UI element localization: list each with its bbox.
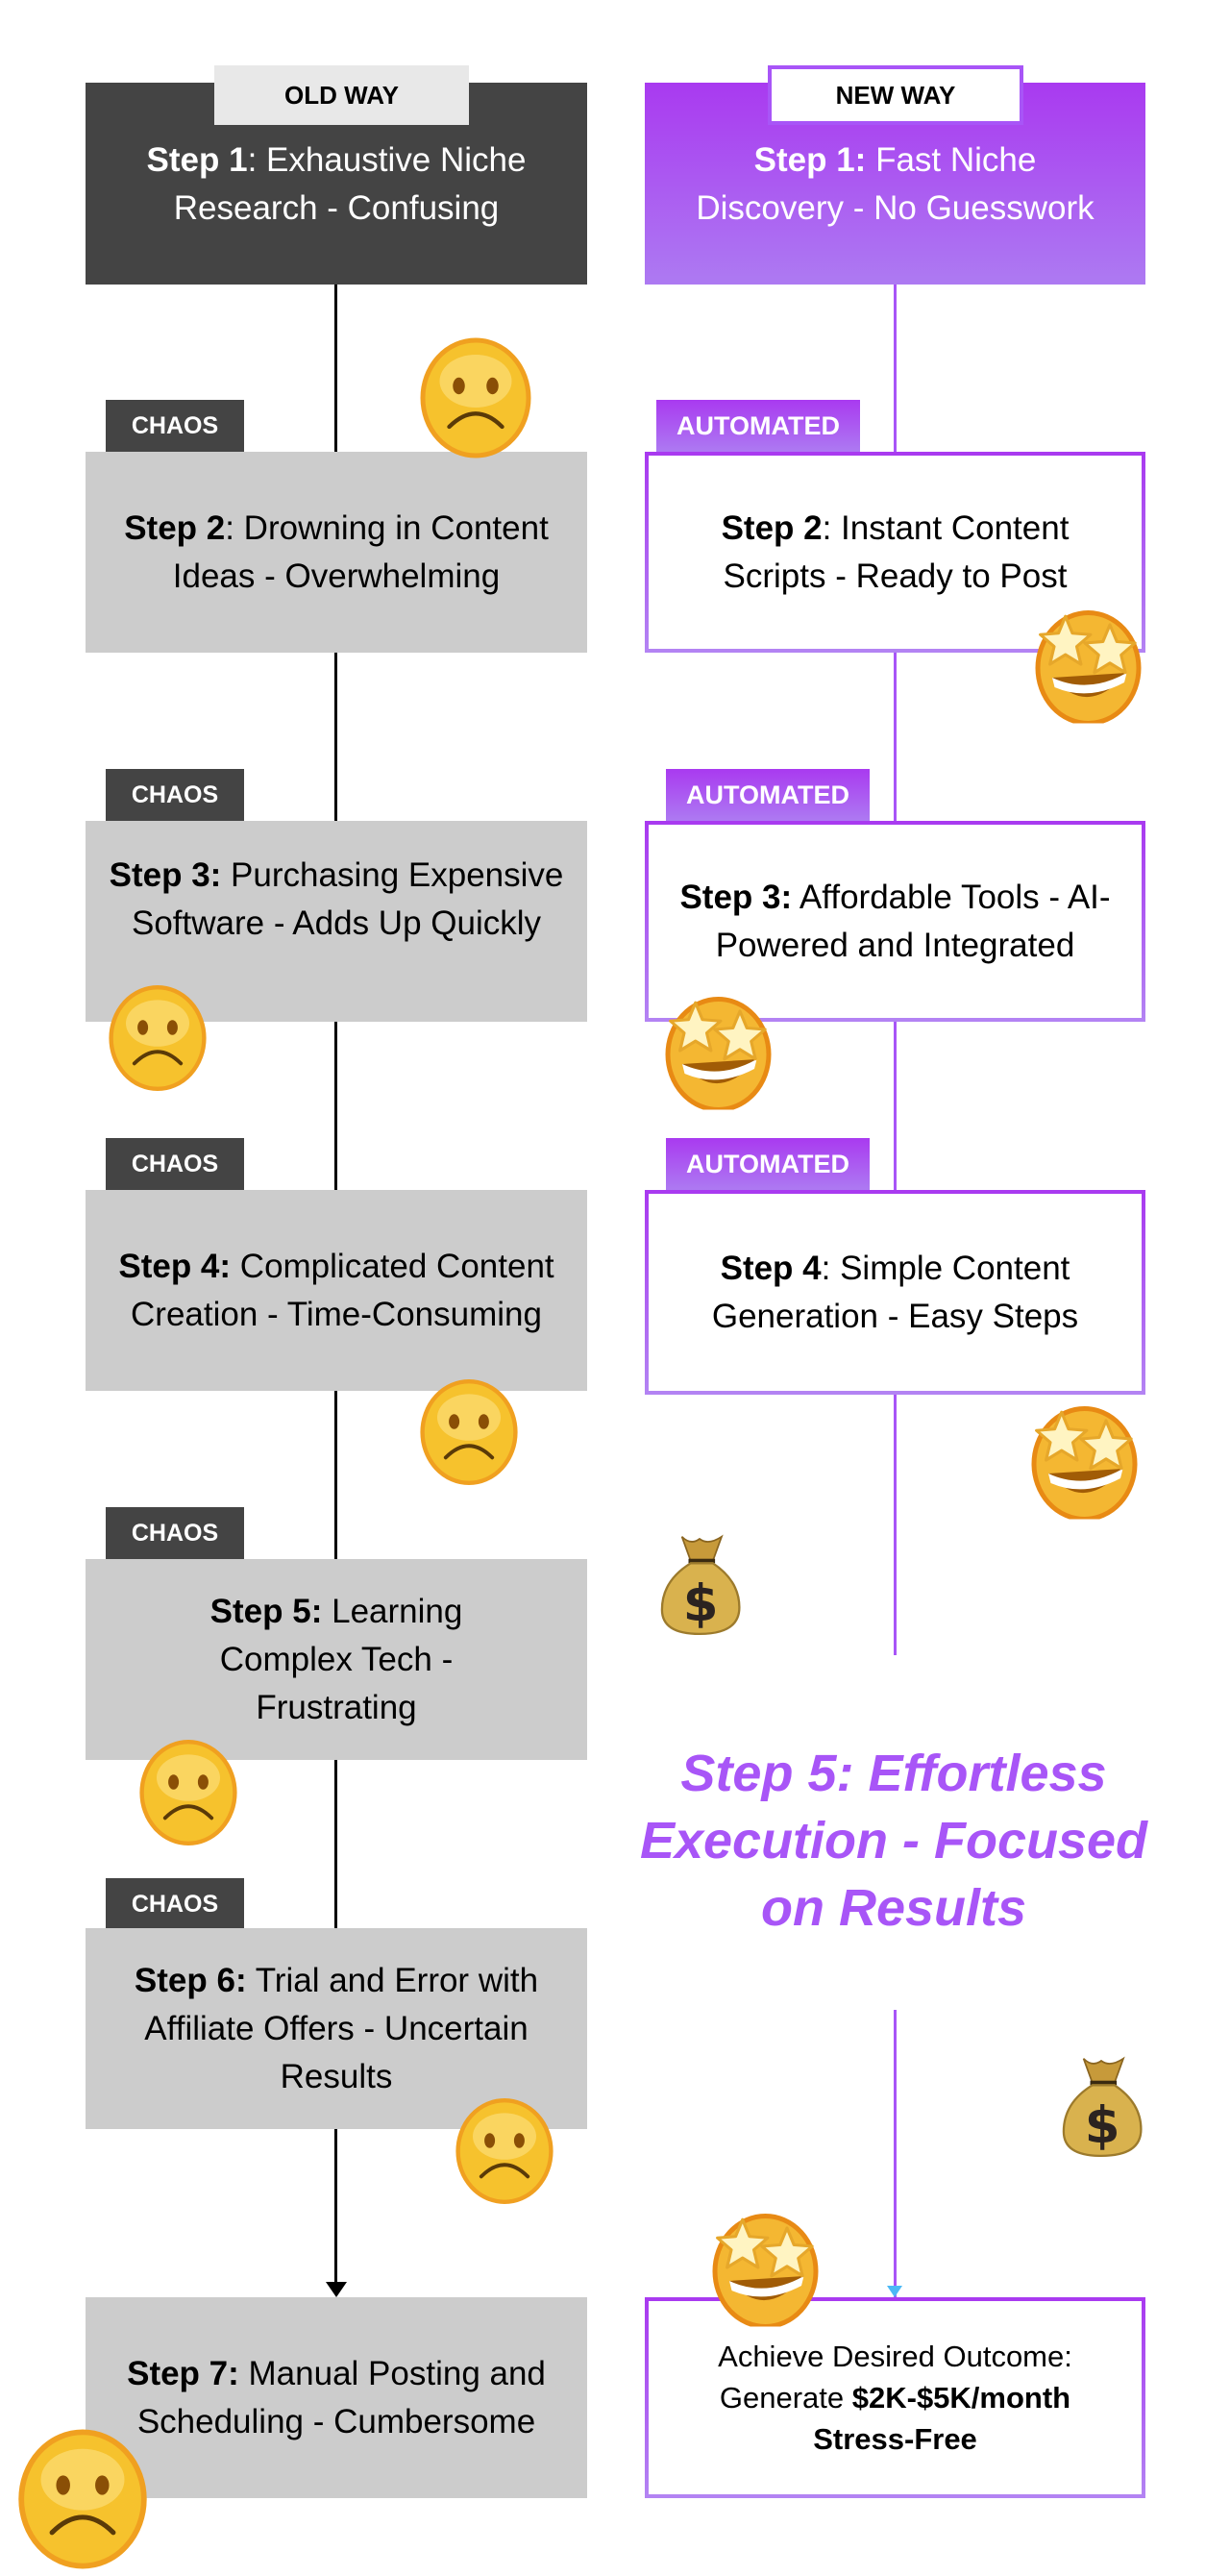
old-way-step-2-box: Step 2: Drowning in Content Ideas - Over… — [86, 452, 587, 653]
money-bag-icon-graphic: $ — [1062, 2056, 1143, 2158]
old-way-step-7-box: Step 7: Manual Posting and Scheduling - … — [86, 2297, 587, 2498]
sad-face-icon: ☹ — [416, 337, 536, 458]
money-bag-icon: 💰$ — [645, 1528, 755, 1639]
new-way-step-2-text: Step 2: Instant Content Scripts - Ready … — [721, 508, 1070, 595]
money-bag-icon: 💰$ — [1046, 2050, 1157, 2161]
old-way-step-6-box: Step 6: Trial and Error with Affiliate O… — [86, 1928, 587, 2129]
svg-text:$: $ — [683, 1574, 719, 1633]
old-way-step-6-text: Step 6: Trial and Error with Affiliate O… — [134, 1961, 539, 2095]
outcome-text: Achieve Desired Outcome: Generate $2K-$5… — [718, 2340, 1072, 2456]
new-way-step-1-text: Step 1: Fast Niche Discovery - No Guessw… — [696, 141, 1095, 227]
new-way-step-3-box: Step 3: Affordable Tools - AI-Powered an… — [645, 821, 1145, 1022]
old-way-arrowhead-icon — [326, 2282, 347, 2297]
old-way-step-4-box: Step 4: Complicated Content Creation - T… — [86, 1190, 587, 1391]
sad-face-icon-graphic — [455, 2098, 554, 2204]
new-way-connector-line-bottom — [894, 2010, 897, 2297]
old-way-step-5-box: Step 5: Learning Complex Tech - Frustrat… — [86, 1559, 587, 1760]
old-way-step-4-text: Step 4: Complicated Content Creation - T… — [118, 1247, 554, 1333]
star-struck-icon-graphic — [1031, 1406, 1138, 1522]
sad-face-icon: ☹ — [13, 2429, 153, 2569]
chaos-tag: CHAOS — [106, 769, 244, 821]
outcome-box: Achieve Desired Outcome: Generate $2K-$5… — [645, 2297, 1145, 2498]
star-struck-icon: 🤩 — [656, 990, 776, 1112]
new-way-step-4-text: Step 4: Simple Content Generation - Easy… — [711, 1249, 1079, 1335]
new-way-arrowhead-icon — [887, 2286, 902, 2297]
sad-face-icon: ☹ — [452, 2098, 557, 2204]
old-way-step-1-box: Step 1: Exhaustive Niche Research - Conf… — [86, 83, 587, 285]
star-struck-icon-graphic — [712, 2214, 819, 2329]
new-way-step-3-text: Step 3: Affordable Tools - AI-Powered an… — [679, 878, 1111, 964]
new-way-label: NEW WAY — [768, 65, 1023, 125]
sad-face-icon-graphic — [109, 985, 207, 1091]
new-way-step-5-heading: Step 5: Effortless Execution - Focused o… — [639, 1745, 1148, 1937]
chaos-tag: CHAOS — [106, 1507, 244, 1559]
old-way-step-1-text: Step 1: Exhaustive Niche Research - Conf… — [146, 141, 527, 227]
automated-tag: AUTOMATED — [666, 769, 870, 821]
star-struck-icon-graphic — [1035, 610, 1142, 726]
sad-face-icon-graphic — [420, 1379, 518, 1485]
automated-tag: AUTOMATED — [666, 1138, 870, 1190]
sad-face-icon-graphic — [139, 1740, 237, 1845]
star-struck-icon: 🤩 — [1026, 604, 1146, 726]
chaos-tag: CHAOS — [106, 1138, 244, 1190]
old-way-label: OLD WAY — [214, 65, 469, 125]
chaos-tag: CHAOS — [106, 400, 244, 452]
new-way-step-4-box: Step 4: Simple Content Generation - Easy… — [645, 1190, 1145, 1395]
sad-face-icon-graphic — [420, 337, 531, 458]
sad-face-icon: ☹ — [135, 1740, 241, 1845]
star-struck-icon-graphic — [665, 997, 772, 1112]
chaos-tag: CHAOS — [106, 1878, 244, 1930]
sad-face-icon: ☹ — [416, 1379, 522, 1485]
automated-tag: AUTOMATED — [656, 400, 860, 452]
old-way-step-7-text: Step 7: Manual Posting and Scheduling - … — [127, 2354, 546, 2440]
star-struck-icon: 🤩 — [1022, 1399, 1143, 1522]
money-bag-icon-graphic: $ — [660, 1534, 741, 1636]
sad-face-icon-graphic — [18, 2429, 147, 2569]
old-way-step-2-text: Step 2: Drowning in Content Ideas - Over… — [124, 508, 549, 595]
star-struck-icon: 🤩 — [703, 2207, 824, 2329]
sad-face-icon: ☹ — [105, 985, 210, 1091]
old-way-step-3-text: Step 3: Purchasing Expensive Software - … — [109, 856, 564, 942]
svg-text:$: $ — [1085, 2096, 1120, 2155]
old-way-step-5-text: Step 5: Learning Complex Tech - Frustrat… — [209, 1592, 463, 1726]
